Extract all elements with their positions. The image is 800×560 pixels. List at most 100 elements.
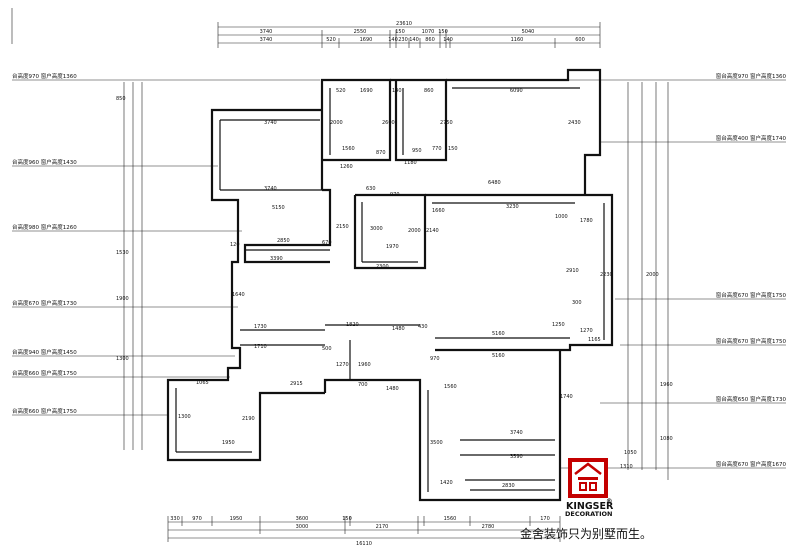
rd-33: 2910	[566, 268, 579, 274]
rd-23: 5150	[272, 205, 285, 211]
dim-top-r2-1: 3740	[260, 37, 273, 43]
rd-53: 1740	[560, 394, 573, 400]
dim-bot-6: 1560	[444, 516, 457, 522]
dim-bot-r2-3: 2780	[482, 524, 495, 530]
rd-9: 2430	[568, 120, 581, 126]
rd-76: 2000	[646, 272, 659, 278]
rd-26: 2000	[408, 228, 421, 234]
rd-67: 1165	[588, 337, 601, 343]
rd-74: 1530	[116, 250, 129, 256]
rd-47: 1480	[386, 386, 399, 392]
logo-box-right	[589, 482, 597, 491]
wall-lower-right	[323, 350, 562, 502]
rd-19: 6480	[488, 180, 501, 186]
rd-38: 5160	[492, 331, 505, 337]
walls	[166, 68, 614, 502]
note-right-6: 窗台高度670 窗户高度1670	[716, 460, 787, 468]
rd-69: 1310	[620, 464, 633, 470]
rd-55: 1065	[196, 380, 209, 386]
rd-61: 1270	[580, 328, 593, 334]
note-left-5: 台高度940 窗户高度1450	[12, 348, 77, 356]
left-window-notes: 台高度970 窗户高度1360 台高度960 窗户高度1430 台高度980 窗…	[12, 72, 77, 415]
rd-66: 1640	[232, 292, 245, 298]
rd-45: 2915	[290, 381, 303, 387]
dim-top-overall: 23610	[396, 21, 412, 27]
rd-49: 3590	[510, 454, 523, 460]
dim-top-r2-4: 140	[388, 37, 398, 43]
rd-7: 2600	[382, 120, 395, 126]
dim-top-r2-8: 140	[443, 37, 453, 43]
note-left-6: 台高度660 窗户高度1750	[12, 369, 77, 377]
wall-central-room	[353, 193, 427, 270]
right-window-notes: 窗台高度970 窗户高度1360 窗台高度400 窗户高度1740 窗台高度67…	[716, 72, 787, 468]
rd-29: 1780	[580, 218, 593, 224]
note-left-3: 台高度980 窗户高度1260	[12, 223, 77, 231]
logo-brand: KINGSER	[566, 501, 614, 512]
rd-2: 140	[392, 88, 402, 94]
rd-73: 1900	[116, 296, 129, 302]
rd-30: 2850	[277, 238, 290, 244]
rd-37: 430	[418, 324, 428, 330]
rd-39: 5160	[492, 353, 505, 359]
rd-75: 850	[116, 96, 126, 102]
rd-70: 1080	[660, 436, 673, 442]
rd-0: 520	[336, 88, 346, 94]
kingser-logo: KINGSER ® DECORATION	[565, 458, 614, 518]
rd-32: 2300	[376, 264, 389, 270]
rd-18: 630	[366, 186, 376, 192]
dim-bot-r2-1: 3000	[296, 524, 309, 530]
rd-72: 1300	[116, 356, 129, 362]
note-left-4: 台高度670 窗户高度1730	[12, 299, 77, 307]
rd-46: 700	[358, 382, 368, 388]
rd-44: 1270	[336, 362, 349, 368]
dim-top-2: 2550	[354, 29, 367, 35]
note-right-4: 窗台高度670 窗户高度1750	[716, 337, 787, 345]
rd-35: 1820	[346, 322, 359, 328]
logo-subtitle: DECORATION	[565, 510, 612, 518]
rd-64: 300	[572, 300, 582, 306]
logo-reg: ®	[606, 497, 613, 505]
wall-bedroom-b	[390, 78, 448, 162]
rd-13: 150	[448, 146, 458, 152]
logo-roof-mark	[574, 462, 602, 475]
side-dimension-chains	[123, 82, 669, 480]
rd-54: 1950	[222, 440, 235, 446]
rd-50: 2830	[502, 483, 515, 489]
wall-right-room	[425, 193, 614, 352]
note-right-5: 窗台高度650 窗户高度1730	[716, 395, 787, 403]
wall-mid-left	[243, 188, 332, 264]
rd-17: 3740	[264, 186, 277, 192]
rd-20: 970	[390, 192, 400, 198]
dim-top-6: 5040	[522, 29, 535, 35]
rd-57: 2190	[242, 416, 255, 422]
rd-31: 3390	[270, 256, 283, 262]
wall-top-right	[446, 68, 602, 195]
rd-43: 1960	[358, 362, 371, 368]
window-leaders	[12, 79, 786, 469]
dim-bot-4: 3600	[296, 516, 309, 522]
rd-59: 970	[430, 356, 440, 362]
rd-51: 1420	[440, 480, 453, 486]
rd-42: 1710	[254, 344, 267, 350]
dim-top-r2-7: 860	[425, 37, 435, 43]
dim-bot-overall: 16110	[356, 541, 372, 547]
wall-left	[166, 108, 325, 462]
dim-top-r2-9: 1160	[511, 37, 524, 43]
dim-top-4: 1070	[422, 29, 435, 35]
rd-60: 1000	[555, 214, 568, 220]
note-right-3: 窗台高度670 窗户高度1750	[716, 291, 787, 299]
rd-71: 1960	[660, 382, 673, 388]
bottom-dimension-chains: 330 970 1950 3600 150 1560 170 3000 2170…	[167, 516, 561, 547]
rd-8: 2750	[440, 120, 453, 126]
rd-63: 670	[322, 240, 332, 246]
dim-top-r2-6: 140	[409, 37, 419, 43]
rd-48: 3740	[510, 430, 523, 436]
rd-4: 6090	[510, 88, 523, 94]
rd-14: 1260	[340, 164, 353, 170]
rd-40: 1250	[552, 322, 565, 328]
rd-22: 1660	[432, 208, 445, 214]
note-right-1: 窗台高度970 窗户高度1360	[716, 72, 787, 80]
note-left-7: 台高度660 窗户高度1750	[12, 407, 77, 415]
note-right-2: 窗台高度400 窗户高度1740	[716, 134, 787, 142]
